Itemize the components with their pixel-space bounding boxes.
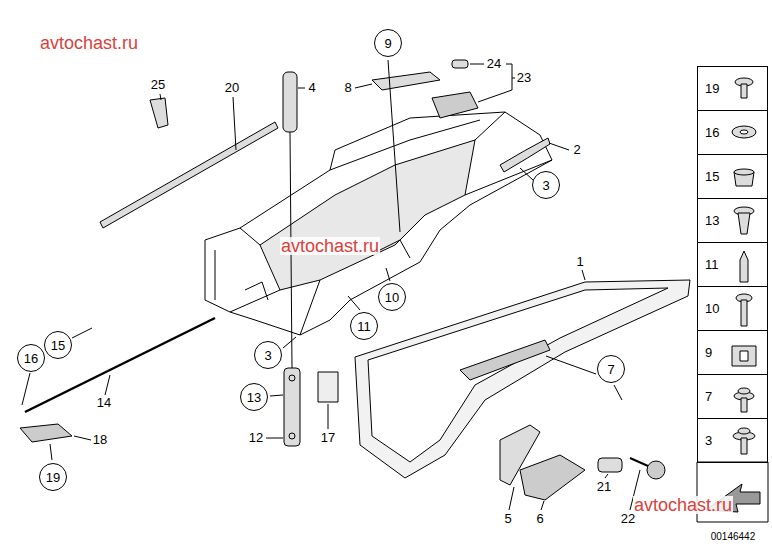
part-22 [630, 458, 648, 466]
callout-number: 19 [705, 82, 719, 95]
callout-number: 13 [247, 391, 261, 404]
lid-detail [460, 340, 550, 380]
glovebox-housing [205, 112, 552, 335]
callout-number: 16 [24, 352, 38, 365]
callout-number: 11 [357, 320, 371, 333]
callout-number: 3 [705, 434, 712, 447]
callout-number: 10 [705, 302, 719, 315]
callout-number: 2 [572, 143, 581, 157]
callout-number: 10 [385, 291, 399, 304]
callout-number: 24 [486, 57, 502, 71]
callout-circle: 11 [350, 312, 378, 340]
callout-number: 18 [92, 433, 108, 447]
callout-circle: 7 [597, 355, 625, 383]
callout-number: 9 [705, 346, 712, 359]
callout-number: 21 [596, 480, 612, 494]
part-4 [283, 72, 297, 132]
callout-circle: 3 [532, 171, 560, 199]
callout-circle: 15 [44, 331, 72, 359]
callout-number: 4 [307, 81, 316, 95]
callout-circle: 3 [254, 341, 282, 369]
callout-number: 7 [607, 363, 614, 376]
callout-number: 5 [503, 512, 512, 526]
callout-number: 11 [705, 258, 719, 271]
callout-number: 13 [705, 214, 719, 227]
part-18 [20, 424, 72, 442]
callout-circle: 13 [240, 383, 268, 411]
legend-cell: 10 [697, 286, 768, 331]
callout-number: 14 [96, 396, 112, 410]
legend-cell: 3 [697, 418, 768, 463]
part-12 [284, 368, 300, 446]
callout-number: 3 [264, 349, 271, 362]
callout-number: 23 [516, 71, 532, 85]
part-21 [598, 458, 622, 472]
part-6 [520, 455, 585, 500]
watermark: avtochast.ru [633, 496, 733, 515]
part-24 [452, 60, 468, 68]
strap-hole [289, 375, 295, 381]
legend-cell: 7 [697, 374, 768, 419]
legend-cell: 19 [697, 66, 768, 111]
callout-number: 8 [343, 81, 352, 95]
callout-number: 25 [150, 78, 166, 92]
part-2 [500, 138, 550, 172]
callout-number: 7 [705, 390, 712, 403]
callout-circle: 16 [17, 344, 45, 372]
part-17 [318, 372, 338, 402]
part-22-head [647, 461, 665, 479]
strap-hole [289, 433, 295, 439]
callout-number: 22 [620, 512, 636, 526]
fastener-icons [732, 78, 756, 454]
callout-circle: 9 [374, 29, 402, 57]
callout-number: 16 [705, 126, 719, 139]
leader-lines [22, 60, 622, 460]
callout-number: 17 [320, 431, 336, 445]
part-14 [25, 318, 215, 412]
part-23 [432, 92, 478, 118]
callout-number: 12 [248, 431, 264, 445]
callout-circle: 19 [39, 463, 67, 491]
callout-number: 19 [46, 471, 60, 484]
legend-cell: 9 [697, 330, 768, 375]
callout-number: 3 [542, 179, 549, 192]
part-20 [100, 122, 278, 228]
callout-number: 15 [705, 170, 719, 183]
callout-number: 20 [224, 81, 240, 95]
watermark: avtochast.ru [280, 237, 380, 256]
callout-number: 9 [384, 37, 391, 50]
callout-number: 1 [575, 255, 584, 269]
part-25 [150, 98, 168, 128]
legend-cell: 15 [697, 154, 768, 199]
callout-number: 6 [535, 512, 544, 526]
callout-circle: 10 [378, 283, 406, 311]
watermark: avtochast.ru [39, 34, 139, 53]
legend-cell: 11 [697, 242, 768, 287]
housing-rim [215, 112, 552, 335]
callout-number: 15 [51, 339, 65, 352]
part-8 [372, 72, 440, 90]
legend-cell: 13 [697, 198, 768, 243]
housing-opening [260, 140, 475, 290]
diagram-number: 00146442 [710, 532, 757, 543]
legend-cell: 16 [697, 110, 768, 155]
leader-lines [74, 64, 640, 510]
